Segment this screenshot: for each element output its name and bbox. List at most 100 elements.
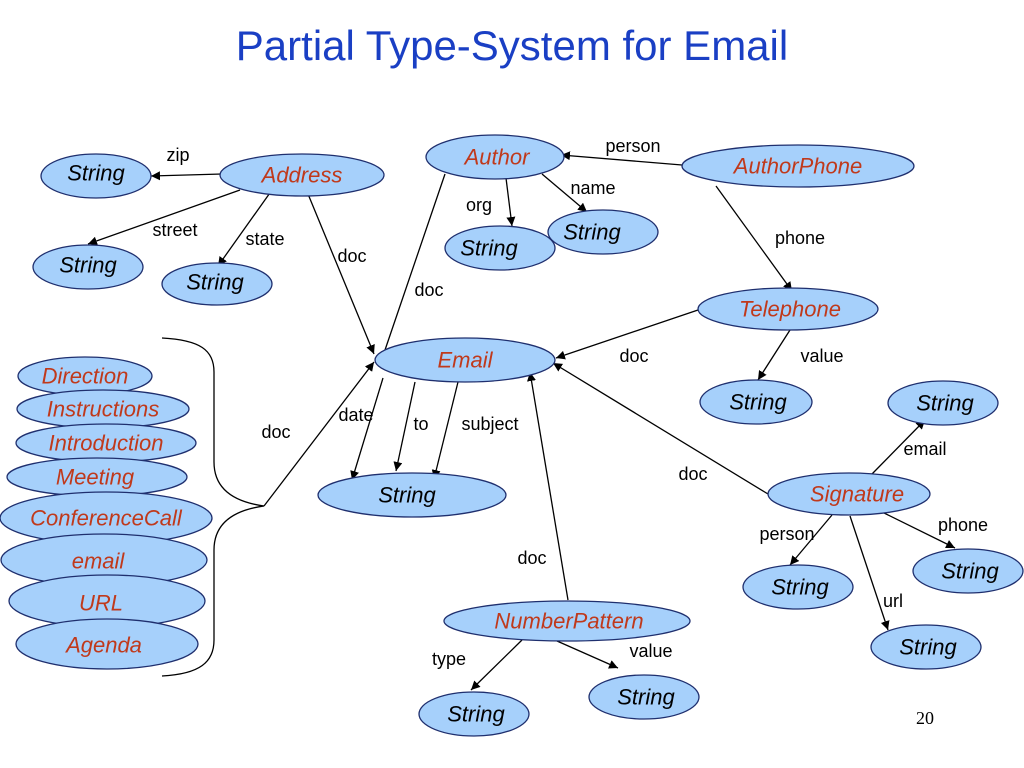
edge-address-zip: [150, 171, 223, 181]
node-doc-type-meeting: Meeting: [6, 457, 188, 497]
node-email-string: String: [317, 472, 507, 518]
label-author-person: person: [605, 136, 660, 156]
svg-text:email: email: [72, 549, 126, 574]
edge-telephone-doc: [555, 309, 699, 360]
label-telephone-value: value: [800, 346, 843, 366]
svg-text:String: String: [617, 685, 675, 710]
svg-text:String: String: [916, 391, 974, 416]
edge-address-street: [87, 189, 241, 246]
node-signature-phone-string: String: [912, 548, 1024, 594]
label-signature-person: person: [759, 524, 814, 544]
svg-text:String: String: [899, 635, 957, 660]
node-doc-type-agenda: Agenda: [15, 618, 199, 670]
edge-email-date: [350, 377, 384, 481]
edge-signature-person: [789, 514, 833, 566]
edge-doc-types-doc: [263, 361, 375, 507]
label-numberpattern-value: value: [629, 641, 672, 661]
label-subject: subject: [461, 414, 518, 434]
edge-author-name: [541, 173, 588, 213]
svg-text:Author: Author: [463, 145, 531, 170]
svg-text:String: String: [59, 253, 117, 278]
node-author-org-string: String: [444, 225, 556, 271]
node-author: Author: [425, 134, 565, 180]
svg-text:String: String: [378, 483, 436, 508]
node-numberpattern-type-string: String: [418, 691, 530, 737]
svg-text:Agenda: Agenda: [64, 633, 142, 658]
svg-text:Email: Email: [437, 348, 493, 373]
svg-text:String: String: [460, 236, 518, 261]
label-author-phone: phone: [775, 228, 825, 248]
svg-text:String: String: [941, 559, 999, 584]
label-zip: zip: [166, 145, 189, 165]
node-doc-type-direction: Direction: [17, 356, 153, 396]
edge-address-state: [217, 189, 273, 267]
edge-numberpattern-type: [470, 639, 523, 691]
node-email: Email: [374, 337, 556, 383]
label-numberpattern-doc: doc: [517, 548, 546, 568]
node-address-zip-string: String: [40, 153, 152, 199]
svg-text:Instructions: Instructions: [47, 397, 160, 422]
svg-text:Signature: Signature: [810, 482, 904, 507]
svg-text:String: String: [563, 220, 621, 245]
edge-email-subject: [431, 381, 459, 480]
edge-address-doc: [307, 193, 375, 355]
label-doc-types-doc: doc: [261, 422, 290, 442]
label-street: street: [152, 220, 197, 240]
label-to: to: [413, 414, 428, 434]
edge-numberpattern-doc: [527, 371, 569, 601]
node-address: Address: [219, 153, 385, 197]
svg-text:String: String: [447, 702, 505, 727]
svg-text:Meeting: Meeting: [56, 465, 135, 490]
edge-telephone-value: [757, 329, 791, 381]
node-signature: Signature: [767, 472, 931, 516]
node-author-name-string: String: [547, 209, 659, 255]
svg-text:Address: Address: [260, 163, 343, 188]
svg-text:String: String: [67, 161, 125, 186]
label-org: org: [466, 195, 492, 215]
node-numberpattern-value-string: String: [588, 674, 700, 720]
node-telephone-value-string: String: [699, 379, 813, 425]
edge-authorphone-person: [560, 151, 683, 166]
svg-text:Direction: Direction: [42, 364, 129, 389]
label-name: name: [570, 178, 615, 198]
label-signature-phone: phone: [938, 515, 988, 535]
node-doc-type-conferencecall: ConferenceCall: [0, 491, 213, 545]
label-address-doc: doc: [337, 246, 366, 266]
label-state: state: [245, 229, 284, 249]
node-doc-type-introduction: Introduction: [15, 423, 197, 463]
svg-text:URL: URL: [79, 591, 123, 616]
svg-text:NumberPattern: NumberPattern: [494, 609, 643, 634]
node-numberpattern: NumberPattern: [443, 600, 691, 642]
node-address-state-string: String: [161, 262, 273, 306]
edge-author-org: [505, 177, 516, 227]
node-signature-url-string: String: [870, 624, 982, 670]
edge-signature-phone: [881, 511, 956, 549]
svg-text:ConferenceCall: ConferenceCall: [30, 506, 183, 531]
edge-signature-email: [871, 419, 926, 475]
slide-title: Partial Type-System for Email: [235, 22, 789, 69]
edge-authorphone-phone: [715, 185, 793, 292]
node-signature-email-string: String: [887, 380, 999, 426]
label-signature-email: email: [903, 439, 946, 459]
label-signature-url: url: [883, 591, 903, 611]
label-numberpattern-type: type: [432, 649, 466, 669]
edge-author-doc: [384, 173, 446, 351]
svg-text:String: String: [771, 575, 829, 600]
node-signature-person-string: String: [742, 564, 854, 610]
svg-text:String: String: [186, 270, 244, 295]
svg-text:String: String: [729, 390, 787, 415]
label-date: date: [338, 405, 373, 425]
label-telephone-doc: doc: [619, 346, 648, 366]
node-doc-type-email: email: [0, 533, 208, 587]
label-author-doc: doc: [414, 280, 443, 300]
edge-email-to: [393, 381, 416, 472]
svg-text:AuthorPhone: AuthorPhone: [732, 154, 862, 179]
edge-signature-doc: [552, 362, 769, 495]
node-telephone: Telephone: [697, 287, 879, 331]
svg-text:Introduction: Introduction: [49, 431, 164, 456]
edge-numberpattern-value: [556, 640, 619, 669]
node-authorphone: AuthorPhone: [681, 144, 915, 188]
node-address-street-string: String: [32, 244, 144, 290]
label-signature-doc: doc: [678, 464, 707, 484]
